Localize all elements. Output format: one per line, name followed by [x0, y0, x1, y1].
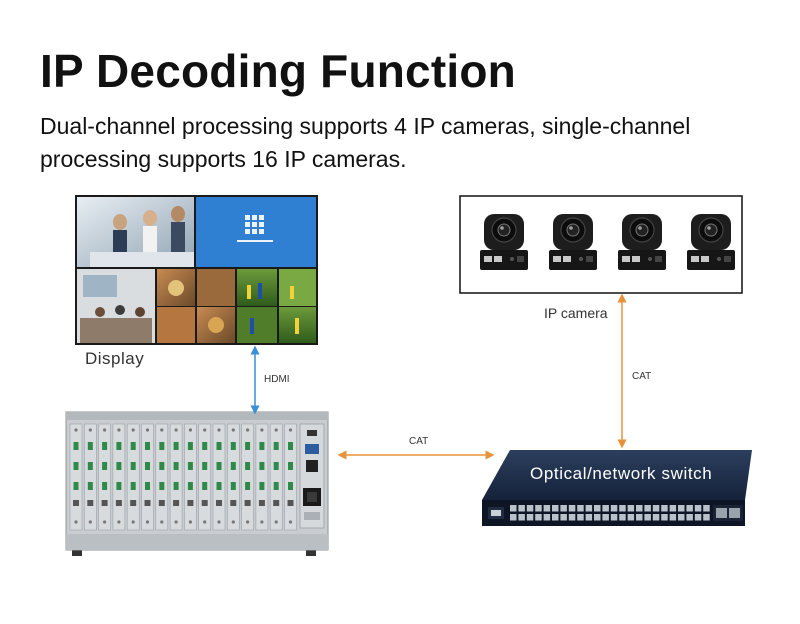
processor-slot	[212, 423, 226, 531]
switch-label: Optical/network switch	[530, 464, 713, 483]
switch-port	[636, 514, 643, 521]
switch-port	[552, 514, 559, 521]
switch-port	[568, 514, 576, 521]
page-subtitle: Dual-channel processing supports 4 IP ca…	[40, 113, 691, 172]
cat-label-camera-switch: CAT	[632, 371, 652, 382]
switch-port	[535, 514, 542, 521]
switch-port	[627, 514, 635, 521]
processor-slot	[112, 423, 126, 531]
processor-slot	[227, 423, 240, 531]
processor-slot	[269, 423, 283, 531]
switch-port	[543, 514, 551, 521]
processor-slot	[141, 423, 154, 531]
switch-port	[636, 505, 643, 512]
processor-slot	[84, 423, 97, 531]
switch-port	[619, 505, 626, 512]
switch-port	[535, 505, 542, 512]
ip-camera-group	[480, 214, 735, 270]
switch-port	[510, 514, 517, 521]
processor-slot	[184, 423, 197, 531]
processor-slot	[155, 423, 169, 531]
switch-port	[577, 505, 584, 512]
switch-port	[627, 505, 635, 512]
switch-port	[703, 505, 710, 512]
switch-port	[678, 514, 685, 521]
switch-port	[602, 514, 609, 521]
switch-port	[510, 505, 517, 512]
switch-port	[652, 505, 660, 512]
switch-port	[669, 514, 677, 521]
display-video-wall	[75, 195, 318, 345]
switch-port	[669, 505, 677, 512]
switch-port	[644, 505, 651, 512]
switch-port	[652, 514, 660, 521]
ip-camera	[480, 214, 528, 270]
cat-label-processor-switch: CAT	[409, 436, 429, 447]
switch-port	[610, 505, 618, 512]
switch-port	[594, 514, 601, 521]
switch-port	[552, 505, 559, 512]
processor-slot	[284, 423, 297, 531]
processor-slot	[198, 423, 211, 531]
network-switch	[482, 450, 752, 526]
video-processor-chassis	[65, 411, 329, 556]
switch-port	[686, 514, 693, 521]
page-title: IP Decoding Function	[40, 45, 516, 97]
ip-camera	[549, 214, 597, 270]
ip-camera	[687, 214, 735, 270]
switch-port	[594, 505, 601, 512]
switch-port	[585, 514, 593, 521]
switch-port	[526, 514, 534, 521]
switch-port	[560, 505, 567, 512]
switch-port	[686, 505, 693, 512]
ip-camera	[618, 214, 666, 270]
processor-slot	[255, 423, 269, 531]
switch-port	[661, 505, 668, 512]
processor-slot	[126, 423, 140, 531]
switch-port	[543, 505, 551, 512]
display-label: Display	[85, 349, 145, 368]
switch-port	[518, 505, 525, 512]
switch-port	[644, 514, 651, 521]
processor-slot	[98, 423, 111, 531]
processor-slot	[241, 423, 254, 531]
switch-port	[661, 514, 668, 521]
switch-port	[602, 505, 609, 512]
ip-camera-label: IP camera	[544, 305, 608, 321]
switch-port	[568, 505, 576, 512]
switch-port	[694, 514, 702, 521]
switch-port	[678, 505, 685, 512]
hdmi-connection-label: HDMI	[264, 374, 290, 385]
switch-port	[526, 505, 534, 512]
processor-slot	[69, 423, 83, 531]
switch-port	[518, 514, 525, 521]
switch-port	[619, 514, 626, 521]
switch-port	[694, 505, 702, 512]
switch-port	[703, 514, 710, 521]
switch-port	[577, 514, 584, 521]
switch-port	[560, 514, 567, 521]
switch-port	[585, 505, 593, 512]
switch-port	[610, 514, 618, 521]
processor-slot	[169, 423, 183, 531]
